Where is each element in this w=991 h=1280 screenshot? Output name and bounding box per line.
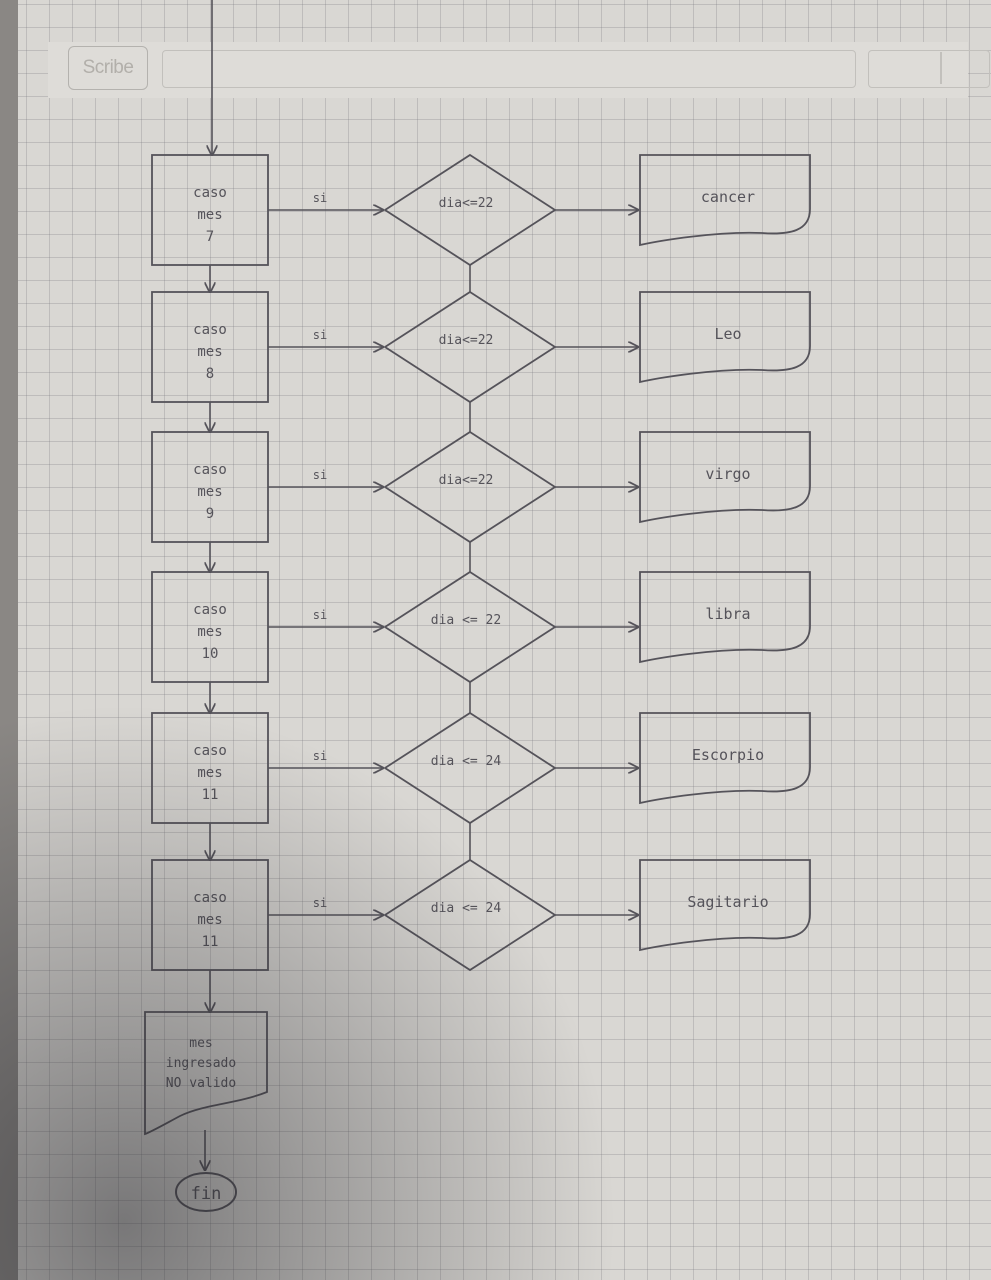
- case-label: 10: [202, 646, 219, 662]
- decision-condition: dia <= 22: [431, 613, 501, 628]
- case-label: 11: [202, 787, 219, 803]
- yes-label: si: [313, 468, 327, 482]
- case-label: caso: [193, 602, 227, 618]
- case-box: [151, 571, 269, 683]
- end-terminal-label: fin: [191, 1184, 222, 1204]
- flowchart-nodes: caso mes 7 si dia<=22 cancer caso mes 8 si dia<=22…: [144, 153, 811, 1212]
- decision-diamond: [383, 570, 557, 684]
- header-date-divider: [940, 52, 942, 84]
- yes-label: si: [313, 608, 327, 622]
- case-label: mes: [197, 912, 222, 928]
- notebook-brand: Scribe: [68, 46, 148, 90]
- decision-diamond: [383, 290, 557, 404]
- result-label: virgo: [705, 465, 750, 483]
- case-label: caso: [193, 890, 227, 906]
- invalid-month-label: ingresado: [166, 1056, 236, 1071]
- invalid-month-document: [144, 1011, 268, 1136]
- decision-diamond: [383, 430, 557, 544]
- case-label: 9: [206, 506, 214, 522]
- case-label: 11: [202, 934, 219, 950]
- decision-condition: dia<=22: [439, 473, 494, 488]
- result-label: Leo: [714, 325, 741, 343]
- case-box: [151, 431, 269, 543]
- result-label: cancer: [701, 188, 755, 206]
- result-label: Sagitario: [687, 893, 768, 911]
- case-box: [151, 154, 269, 266]
- decision-condition: dia <= 24: [431, 754, 502, 769]
- yes-label: si: [313, 328, 327, 342]
- case-label: caso: [193, 462, 227, 478]
- flowchart-edges: [205, 0, 638, 1170]
- case-label: 7: [206, 229, 214, 245]
- result-label: libra: [705, 605, 750, 623]
- case-label: caso: [193, 322, 227, 338]
- decision-condition: dia<=22: [439, 196, 494, 211]
- case-label: mes: [197, 484, 222, 500]
- result-document: [639, 859, 811, 952]
- case-label: mes: [197, 624, 222, 640]
- yes-label: si: [313, 749, 327, 763]
- result-document: [639, 712, 811, 805]
- case-label: mes: [197, 207, 222, 223]
- result-document: [639, 154, 811, 247]
- yes-label: si: [313, 896, 327, 910]
- case-box: [151, 291, 269, 403]
- invalid-month-label: mes: [189, 1036, 212, 1051]
- case-label: caso: [193, 743, 227, 759]
- case-label: mes: [197, 765, 222, 781]
- case-label: 8: [206, 366, 214, 382]
- header-date-field: [868, 50, 990, 88]
- result-document: [639, 291, 811, 384]
- case-label: caso: [193, 185, 227, 201]
- notebook-header: [48, 42, 968, 98]
- decision-condition: dia<=22: [439, 333, 494, 348]
- decision-condition: dia <= 24: [431, 901, 502, 916]
- invalid-month-label: NO valido: [166, 1076, 236, 1091]
- case-label: mes: [197, 344, 222, 360]
- decision-diamond: [383, 153, 557, 267]
- yes-label: si: [313, 191, 327, 205]
- result-label: Escorpio: [692, 746, 764, 764]
- result-document: [639, 431, 811, 524]
- header-field: [162, 50, 856, 88]
- result-document: [639, 571, 811, 664]
